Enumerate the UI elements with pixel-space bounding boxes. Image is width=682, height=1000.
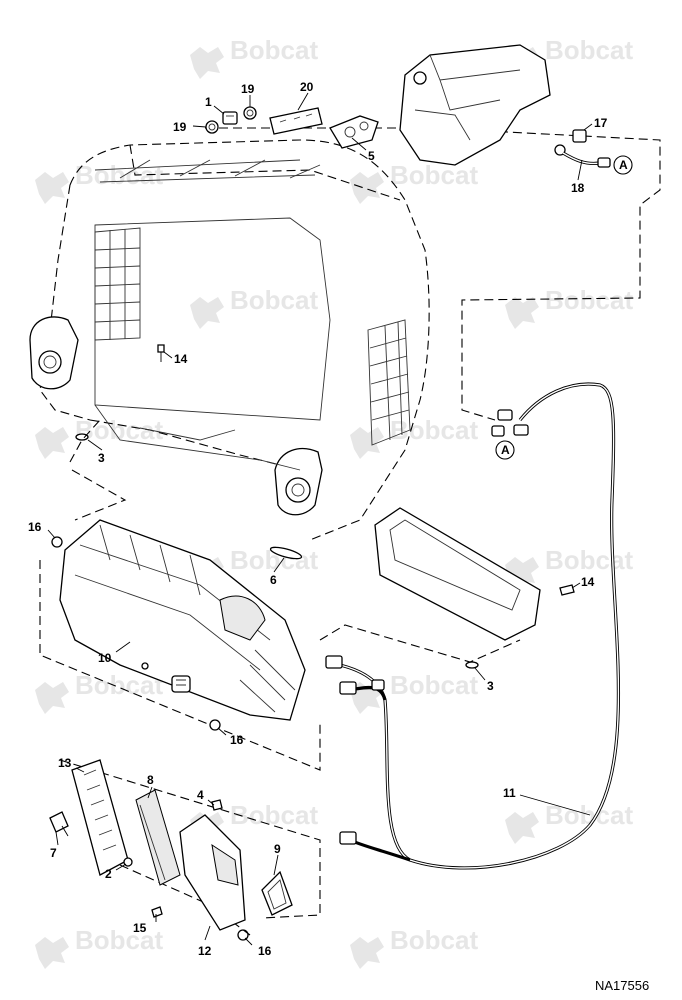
- svg-text:Bobcat: Bobcat: [390, 415, 478, 445]
- clip-1: [222, 111, 238, 125]
- svg-text:Bobcat: Bobcat: [230, 800, 318, 830]
- callout-19: 19: [241, 82, 255, 96]
- callout-14: 14: [581, 575, 595, 589]
- watermark: Bobcat: [350, 925, 478, 969]
- bobcat-logo-icon: [350, 172, 384, 204]
- bobcat-logo-icon: [190, 47, 224, 79]
- screw-15: [151, 906, 163, 918]
- connector-17: [572, 129, 587, 143]
- nut-16-lower: [237, 929, 249, 941]
- callout-labels: 1 19 19 20 5 17 18 14 3 6 16 10 16 14 3 …: [28, 80, 608, 958]
- nut-16-middle: [209, 719, 221, 731]
- bobcat-logo-icon: [35, 427, 69, 459]
- screw-14-lower: [559, 584, 575, 596]
- callout-5: 5: [368, 149, 375, 163]
- sensor-harness-18: [554, 144, 611, 168]
- screw-14-upper: [157, 344, 165, 362]
- washer-3-lower: [465, 661, 479, 669]
- callout-16: 16: [230, 733, 244, 747]
- nut-19-lower: [205, 120, 219, 134]
- bobcat-logo-icon: [505, 812, 539, 844]
- right-pivot: [274, 447, 323, 516]
- svg-text:Bobcat: Bobcat: [545, 35, 633, 65]
- callout-18: 18: [571, 181, 585, 195]
- housing-12: [179, 814, 246, 931]
- callout-14: 14: [174, 352, 188, 366]
- callout-17: 17: [594, 116, 608, 130]
- callout-16: 16: [28, 520, 42, 534]
- bobcat-logo-icon: [35, 172, 69, 204]
- nut-19-upper: [243, 106, 257, 120]
- callout-7: 7: [50, 846, 57, 860]
- bobcat-logo-icon: [35, 682, 69, 714]
- watermark: Bobcat: [350, 415, 478, 459]
- svg-text:Bobcat: Bobcat: [545, 545, 633, 575]
- callout-4: 4: [197, 788, 204, 802]
- ref-marker-a-top: A: [613, 155, 633, 175]
- seal-9: [261, 870, 293, 916]
- svg-text:Bobcat: Bobcat: [390, 925, 478, 955]
- callout-3: 3: [98, 451, 105, 465]
- callout-2: 2: [105, 867, 112, 881]
- bobcat-logo-icon: [350, 937, 384, 969]
- drawing-number: NA17556: [595, 978, 649, 993]
- bobcat-logo-icon: [190, 297, 224, 329]
- callout-15: 15: [133, 921, 147, 935]
- grille-13: [71, 759, 129, 876]
- svg-text:A: A: [619, 158, 628, 172]
- watermark: Bobcat: [505, 800, 633, 844]
- filter-8: [135, 789, 181, 886]
- callout-19: 19: [173, 120, 187, 134]
- watermark: Bobcat: [35, 925, 163, 969]
- knob-7: [49, 811, 69, 837]
- callout-13: 13: [58, 756, 72, 770]
- svg-text:Bobcat: Bobcat: [390, 670, 478, 700]
- watermark: Bobcat: [505, 545, 633, 589]
- watermark: Bobcat: [505, 285, 633, 329]
- callout-20: 20: [300, 80, 314, 94]
- right-grille: [367, 319, 411, 446]
- left-grille: [94, 227, 141, 341]
- callout-16: 16: [258, 944, 272, 958]
- svg-text:A: A: [501, 443, 510, 457]
- bracket-5: [329, 115, 379, 149]
- roof-duct: [399, 44, 551, 166]
- callout-3: 3: [487, 679, 494, 693]
- callout-8: 8: [147, 773, 154, 787]
- callout-6: 6: [270, 573, 277, 587]
- drain-fitting: [171, 675, 191, 693]
- leader-lines: [47, 92, 593, 946]
- watermark: Bobcat: [190, 35, 318, 79]
- cab-frame: [29, 139, 430, 541]
- svg-text:Bobcat: Bobcat: [230, 285, 318, 315]
- watermark: Bobcat: [190, 285, 318, 329]
- bobcat-logo-icon: [35, 937, 69, 969]
- hvac-module-10: [39, 469, 321, 771]
- watermark: Bobcat: [35, 160, 163, 204]
- bobcat-logo-icon: [505, 297, 539, 329]
- callout-11: 11: [503, 786, 516, 800]
- callout-1: 1: [205, 95, 212, 109]
- washer-3-upper: [75, 433, 89, 441]
- side-panel: [374, 507, 541, 641]
- left-pivot: [29, 316, 79, 390]
- svg-text:Bobcat: Bobcat: [230, 35, 318, 65]
- main-harness-11: [325, 382, 620, 870]
- svg-text:Bobcat: Bobcat: [390, 160, 478, 190]
- screw-4: [211, 799, 223, 811]
- bobcat-logo-icon: [350, 427, 384, 459]
- svg-text:Bobcat: Bobcat: [545, 285, 633, 315]
- gasket-6: [269, 546, 303, 560]
- callout-10: 10: [98, 651, 112, 665]
- ref-marker-a-bottom: A: [495, 440, 515, 460]
- svg-text:Bobcat: Bobcat: [75, 925, 163, 955]
- callout-12: 12: [198, 944, 212, 958]
- top-hardware: [205, 106, 661, 421]
- watermark: Bobcat: [350, 160, 478, 204]
- nut-16-left: [51, 536, 63, 548]
- callout-9: 9: [274, 842, 281, 856]
- gasket-20: [269, 107, 323, 135]
- watermark: Bobcat: [35, 670, 163, 714]
